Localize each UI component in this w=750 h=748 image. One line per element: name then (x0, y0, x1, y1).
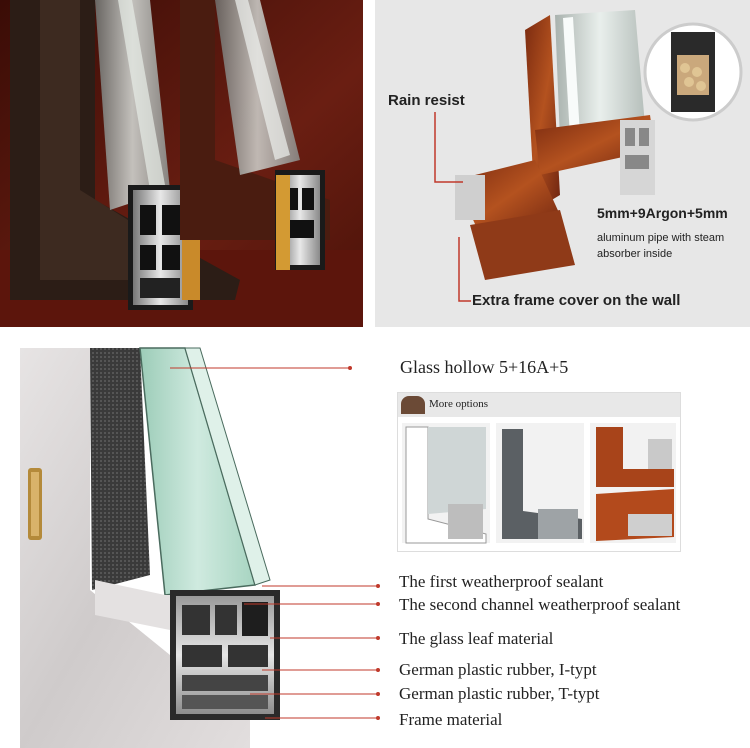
callout-dot-1 (376, 584, 380, 588)
callout-dot-6 (376, 716, 380, 720)
glass-hollow-label: Glass hollow 5+16A+5 (400, 357, 569, 377)
glass-spec-label: 5mm+9Argon+5mm (597, 205, 728, 221)
more-options-header: More options (398, 393, 680, 417)
options-swatch (401, 396, 425, 414)
more-options-label: More options (429, 398, 488, 410)
top-right-product-diagram: Rain resist 5mm+9Argon+5mm aluminum pipe… (375, 0, 750, 327)
top-left-product-photo (0, 0, 363, 327)
pipe-line1-label: aluminum pipe with steam (597, 232, 725, 244)
pipe-line2-label: absorber inside (597, 248, 673, 260)
frame-cover-label: Extra frame cover on the wall (472, 292, 681, 309)
bottom-left-cutaway-diagram (0, 340, 390, 748)
callout-dot-5 (376, 692, 380, 696)
callout-dot-2 (376, 602, 380, 606)
callout-glass-leaf: The glass leaf material (399, 629, 554, 648)
rain-resist-label: Rain resist (388, 92, 465, 109)
callout-rubber-t: German plastic rubber, T-typt (399, 684, 600, 703)
callout-dot-3 (376, 636, 380, 640)
callout-second-sealant: The second channel weatherproof sealant (399, 595, 681, 614)
callout-rubber-i: German plastic rubber, I-typt (399, 660, 597, 679)
callout-frame-material: Frame material (399, 710, 503, 729)
more-options-panel: More options (397, 392, 681, 552)
callout-dot-4 (376, 668, 380, 672)
callout-first-sealant: The first weatherproof sealant (399, 572, 604, 591)
